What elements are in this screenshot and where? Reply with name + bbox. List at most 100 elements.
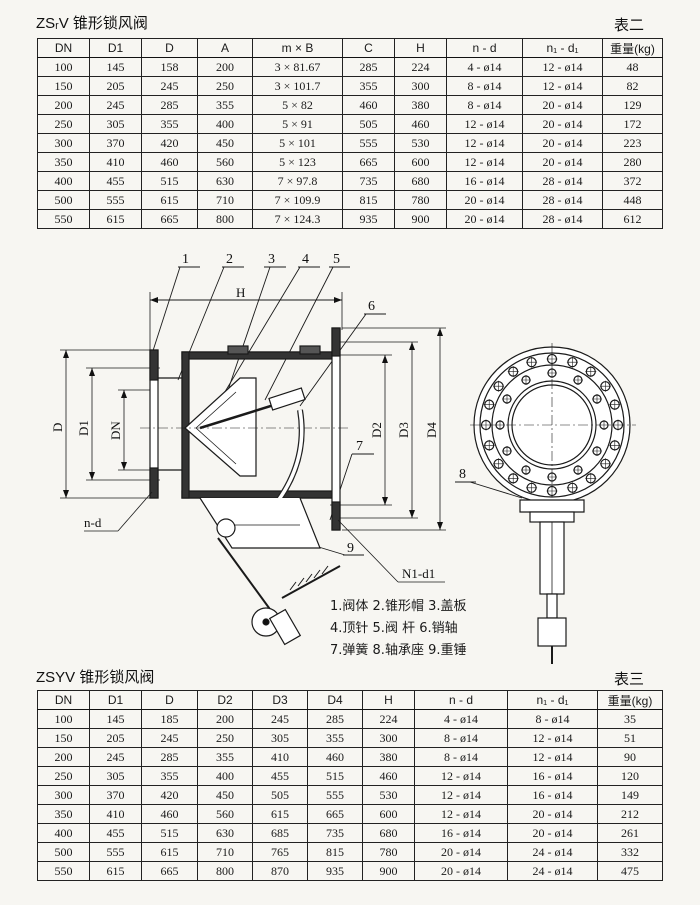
bolt-hole-centermark xyxy=(599,458,611,470)
table-cell: 245 xyxy=(89,95,142,115)
table-cell: 100 xyxy=(37,57,90,77)
bolt-hole-centermark xyxy=(502,394,512,404)
table-cell: 500 xyxy=(37,842,90,862)
table-cell: 380 xyxy=(362,747,415,767)
table-cell: 3 × 101.7 xyxy=(252,76,343,96)
table-cell: 332 xyxy=(597,842,663,862)
table-cell: 20 - ø14 xyxy=(522,133,603,153)
table-cell: 680 xyxy=(394,171,447,191)
table2-header-cell: C xyxy=(342,38,395,58)
dim-D3: D3 xyxy=(396,422,411,438)
table2-header-cell: D1 xyxy=(89,38,142,58)
table-cell: 16 - ø14 xyxy=(414,823,508,843)
table-cell: 410 xyxy=(89,804,142,824)
table-cell: 5 × 123 xyxy=(252,152,343,172)
table-cell: 665 xyxy=(141,209,198,229)
table-cell: 530 xyxy=(362,785,415,805)
dim-D2: D2 xyxy=(369,422,384,438)
table-cell: 372 xyxy=(602,171,663,191)
table-cell: 149 xyxy=(597,785,663,805)
bolt-hole-centermark xyxy=(546,485,558,497)
table-cell: 935 xyxy=(342,209,395,229)
bolt-hole-centermark xyxy=(521,375,531,385)
table-cell: 200 xyxy=(197,57,253,77)
table-cell: 355 xyxy=(141,766,198,786)
table-cell: 615 xyxy=(252,804,308,824)
table3-header-cell: n₁ - d₁ xyxy=(507,690,598,710)
table3-label: 表三 xyxy=(614,671,645,688)
table-cell: 20 - ø14 xyxy=(414,842,508,862)
table-cell: 350 xyxy=(37,804,90,824)
table-cell: 20 - ø14 xyxy=(507,804,598,824)
table-cell: 20 - ø14 xyxy=(522,114,603,134)
table3-header-cell: D2 xyxy=(197,690,253,710)
bolt-hole-centermark xyxy=(566,482,578,494)
table-cell: 20 - ø14 xyxy=(414,861,508,881)
dim-D1: D1 xyxy=(76,420,91,436)
table-cell: 7 × 124.3 xyxy=(252,209,343,229)
table-cell: 150 xyxy=(37,76,90,96)
bolt-hole-centermark xyxy=(526,482,538,494)
table-cell: 20 - ø14 xyxy=(507,823,598,843)
table-cell: 612 xyxy=(602,209,663,229)
table-cell: 355 xyxy=(342,76,395,96)
table-cell: 90 xyxy=(597,747,663,767)
table-cell: 710 xyxy=(197,842,253,862)
table-cell: 515 xyxy=(141,823,198,843)
table-cell: 12 - ø14 xyxy=(507,747,598,767)
table-cell: 8 - ø14 xyxy=(446,95,523,115)
table-cell: 400 xyxy=(197,114,253,134)
table3-header-cell: n - d xyxy=(414,690,508,710)
parts-legend: 1.阀体 2.锥形帽 3.盖板 4.顶针 5.阀 杆 6.销轴 7.弹簧 8.轴… xyxy=(330,596,466,662)
table-cell: 35 xyxy=(597,709,663,729)
table-cell: 355 xyxy=(197,95,253,115)
table-cell: 460 xyxy=(141,804,198,824)
table-cell: 250 xyxy=(37,766,90,786)
table-cell: 172 xyxy=(602,114,663,134)
table-cell: 370 xyxy=(89,133,142,153)
bolt-hole-centermark xyxy=(507,472,519,484)
label-nd: n-d xyxy=(84,515,102,530)
table-cell: 600 xyxy=(362,804,415,824)
table-cell: 20 - ø14 xyxy=(522,152,603,172)
table-cell: 245 xyxy=(252,709,308,729)
table-cell: 4 - ø14 xyxy=(446,57,523,77)
label-N1d1: N1-d1 xyxy=(402,566,435,581)
table-cell: 16 - ø14 xyxy=(507,766,598,786)
table-cell: 224 xyxy=(362,709,415,729)
table-cell: 12 - ø14 xyxy=(522,76,603,96)
table-cell: 250 xyxy=(37,114,90,134)
bolt-hole-centermark xyxy=(609,439,621,451)
table-cell: 550 xyxy=(37,861,90,881)
bolt-hole-centermark xyxy=(592,446,602,456)
table3-header-cell: DN xyxy=(37,690,90,710)
valve-body-section xyxy=(140,327,350,646)
table-cell: 900 xyxy=(362,861,415,881)
table-cell: 4 - ø14 xyxy=(414,709,508,729)
table-cell: 12 - ø14 xyxy=(522,57,603,77)
callout-leaders xyxy=(149,266,523,556)
table-cell: 400 xyxy=(37,171,90,191)
table-cell: 28 - ø14 xyxy=(522,190,603,210)
table-cell: 28 - ø14 xyxy=(522,209,603,229)
table-cell: 24 - ø14 xyxy=(507,842,598,862)
table-cell: 12 - ø14 xyxy=(446,133,523,153)
table3-header-cell: D xyxy=(141,690,198,710)
callout-6: 6 xyxy=(368,299,375,314)
table-cell: 455 xyxy=(252,766,308,786)
bolt-hole-centermark xyxy=(493,458,505,470)
table-cell: 455 xyxy=(89,823,142,843)
bolt-hole-centermark xyxy=(573,465,583,475)
table-cell: 460 xyxy=(342,95,395,115)
table-cell: 245 xyxy=(89,747,142,767)
table-cell: 8 - ø14 xyxy=(414,728,508,748)
table-cell: 5 × 82 xyxy=(252,95,343,115)
table-cell: 82 xyxy=(602,76,663,96)
table-cell: 555 xyxy=(307,785,363,805)
table-cell: 3 × 81.67 xyxy=(252,57,343,77)
table-cell: 12 - ø14 xyxy=(414,804,508,824)
